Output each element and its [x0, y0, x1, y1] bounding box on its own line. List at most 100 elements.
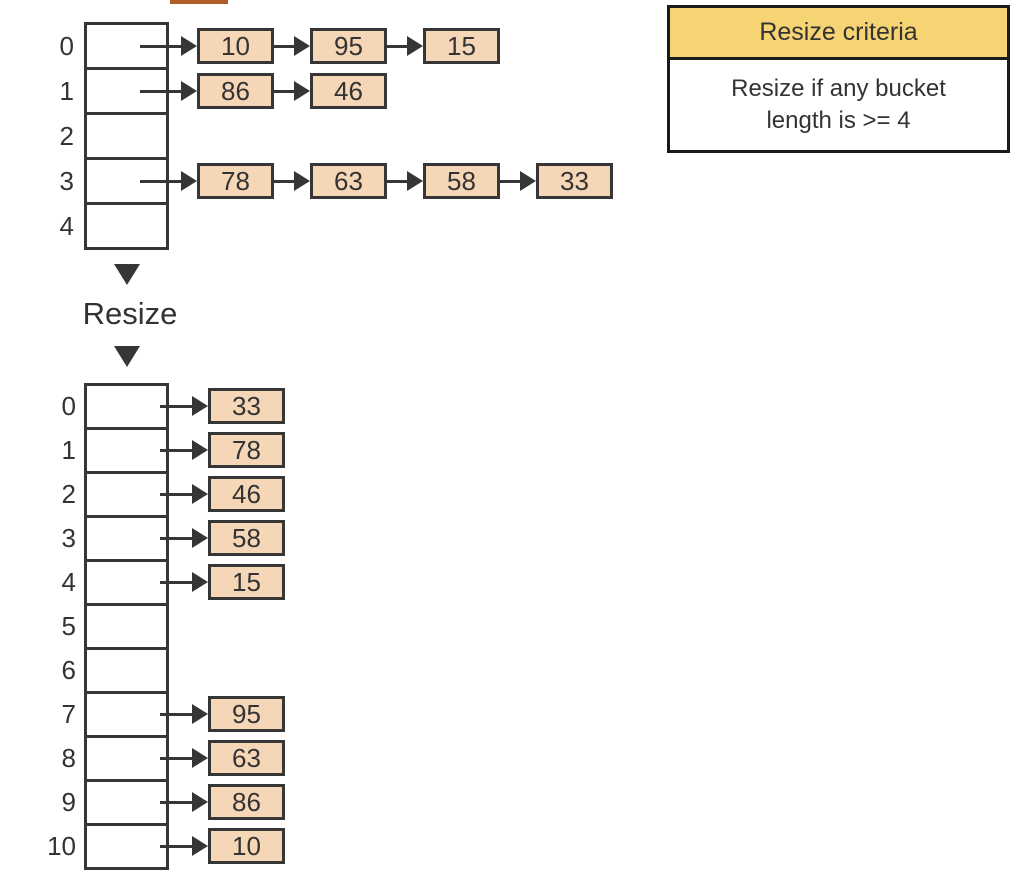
criteria-body: Resize if any bucket length is >= 4 — [670, 60, 1007, 150]
arrowhead-icon — [192, 836, 208, 856]
bucket-index-label: 2 — [59, 120, 74, 151]
bucket-cell — [84, 427, 169, 474]
bucket-index-label: 4 — [59, 210, 74, 241]
arrowhead-icon — [294, 81, 310, 101]
arrowhead-icon — [181, 171, 197, 191]
bucket-cell — [84, 202, 169, 250]
pointer-arrow — [274, 36, 310, 56]
arrow-shaft — [274, 44, 294, 48]
arrow-shaft — [140, 89, 181, 93]
list-node: 46 — [208, 476, 285, 512]
arrowhead-icon — [192, 484, 208, 504]
arrow-shaft — [140, 179, 181, 183]
clipped-node-strip — [170, 0, 228, 4]
bucket-index-label: 0 — [61, 391, 76, 421]
down-arrow-icon — [114, 346, 140, 367]
pointer-arrow — [160, 528, 208, 548]
list-node: 33 — [536, 163, 613, 199]
arrowhead-icon — [192, 528, 208, 548]
arrow-shaft — [160, 800, 192, 804]
arrowhead-icon — [192, 792, 208, 812]
bucket-index-label: 1 — [61, 435, 76, 465]
arrow-shaft — [160, 712, 192, 716]
pointer-arrow — [160, 572, 208, 592]
pointer-arrow — [140, 171, 197, 191]
list-node: 78 — [197, 163, 274, 199]
bucket-index-label: 0 — [59, 30, 74, 61]
arrow-shaft — [140, 44, 181, 48]
pointer-arrow — [500, 171, 536, 191]
bucket-index-label: 7 — [61, 699, 76, 729]
arrow-shaft — [160, 404, 192, 408]
bucket-cell — [84, 647, 169, 694]
pointer-arrow — [160, 792, 208, 812]
arrowhead-icon — [192, 396, 208, 416]
bucket-cell — [84, 559, 169, 606]
bucket-index-label: 9 — [61, 787, 76, 817]
list-node: 15 — [208, 564, 285, 600]
arrow-shaft — [160, 492, 192, 496]
down-arrow-icon — [114, 264, 140, 285]
list-node: 95 — [310, 28, 387, 64]
pointer-arrow — [160, 704, 208, 724]
list-node: 86 — [208, 784, 285, 820]
bucket-cell — [84, 735, 169, 782]
list-node: 86 — [197, 73, 274, 109]
pointer-arrow — [160, 836, 208, 856]
list-node: 95 — [208, 696, 285, 732]
bucket-cell — [84, 823, 169, 870]
arrowhead-icon — [181, 81, 197, 101]
list-node: 63 — [208, 740, 285, 776]
arrowhead-icon — [294, 171, 310, 191]
arrow-shaft — [387, 44, 407, 48]
arrowhead-icon — [192, 704, 208, 724]
list-node: 63 — [310, 163, 387, 199]
arrow-shaft — [274, 89, 294, 93]
bucket-cell — [84, 779, 169, 826]
arrowhead-icon — [294, 36, 310, 56]
list-node: 58 — [423, 163, 500, 199]
pointer-arrow — [160, 484, 208, 504]
pointer-arrow — [160, 748, 208, 768]
bucket-index-label: 3 — [61, 523, 76, 553]
bucket-cell — [84, 471, 169, 518]
bucket-cell — [84, 112, 169, 160]
bucket-cell — [84, 603, 169, 650]
list-node: 10 — [208, 828, 285, 864]
list-node: 10 — [197, 28, 274, 64]
arrow-shaft — [160, 844, 192, 848]
list-node: 58 — [208, 520, 285, 556]
arrow-shaft — [160, 536, 192, 540]
resize-criteria-box: Resize criteria Resize if any bucket len… — [667, 5, 1010, 153]
pointer-arrow — [274, 81, 310, 101]
pointer-arrow — [160, 396, 208, 416]
arrowhead-icon — [520, 171, 536, 191]
arrowhead-icon — [192, 748, 208, 768]
bucket-index-label: 4 — [61, 567, 76, 597]
criteria-title: Resize criteria — [670, 8, 1007, 60]
bucket-index-label: 10 — [47, 831, 76, 861]
arrowhead-icon — [407, 36, 423, 56]
arrowhead-icon — [192, 572, 208, 592]
arrow-shaft — [160, 580, 192, 584]
bucket-index-label: 1 — [59, 75, 74, 106]
criteria-body-line: length is >= 4 — [766, 107, 911, 134]
criteria-body-line: Resize if any bucket — [731, 75, 946, 102]
bucket-index-label: 3 — [59, 165, 74, 196]
pointer-arrow — [274, 171, 310, 191]
arrow-shaft — [274, 179, 294, 183]
pointer-arrow — [140, 81, 197, 101]
list-node: 78 — [208, 432, 285, 468]
bucket-index-label: 8 — [61, 743, 76, 773]
list-node: 33 — [208, 388, 285, 424]
arrow-shaft — [387, 179, 407, 183]
arrowhead-icon — [181, 36, 197, 56]
bucket-cell — [84, 691, 169, 738]
bucket-cell — [84, 515, 169, 562]
list-node: 15 — [423, 28, 500, 64]
bucket-index-label: 2 — [61, 479, 76, 509]
bucket-index-label: 6 — [61, 655, 76, 685]
arrow-shaft — [160, 448, 192, 452]
bucket-index-label: 5 — [61, 611, 76, 641]
